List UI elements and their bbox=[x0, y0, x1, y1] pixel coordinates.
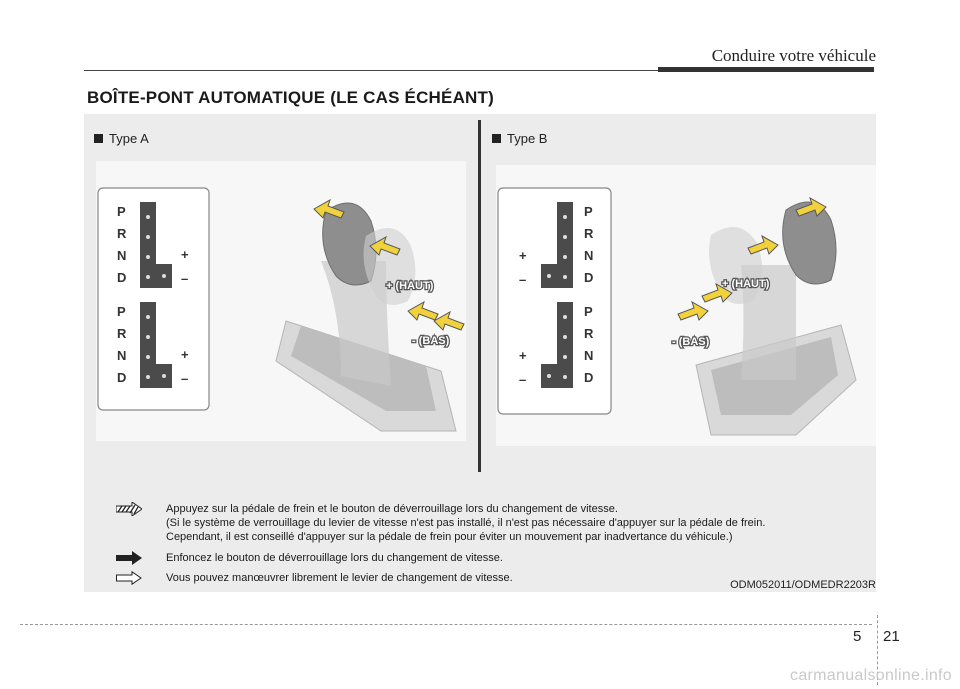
section-number: 5 bbox=[853, 628, 862, 645]
gate-letter-r: R bbox=[117, 226, 127, 241]
hatched-arrow-icon bbox=[115, 501, 143, 520]
shift-up-tag: + (HAUT) bbox=[386, 280, 434, 292]
gate-letter-p: P bbox=[117, 304, 126, 319]
gate-minus: – bbox=[181, 271, 188, 286]
gate-letter-d: D bbox=[584, 370, 593, 385]
gate-letter-r: R bbox=[584, 326, 594, 341]
panel-label-type-a: Type A bbox=[94, 131, 149, 146]
gate-minus: – bbox=[519, 372, 526, 387]
panel-divider bbox=[478, 120, 481, 472]
gate-letter-n: N bbox=[584, 248, 593, 263]
legend-item: Vous pouvez manœuvrer librement le levie… bbox=[104, 570, 864, 589]
gate-minus: – bbox=[181, 371, 188, 386]
legend-item: Enfoncez le bouton de déverrouillage lor… bbox=[104, 551, 864, 566]
watermark: carmanualsonline.info bbox=[790, 667, 952, 684]
square-bullet-icon bbox=[94, 134, 103, 143]
gate-letter-d: D bbox=[117, 370, 126, 385]
gate-plus: + bbox=[519, 248, 527, 263]
legend-line: (Si le système de verrouillage du levier… bbox=[166, 517, 766, 529]
outline-arrow-icon bbox=[116, 570, 142, 589]
gate-plus: + bbox=[519, 348, 527, 363]
section-title: BOÎTE-PONT AUTOMATIQUE (LE CAS ÉCHÉANT) bbox=[87, 88, 494, 107]
gate-minus: – bbox=[519, 272, 526, 287]
gate-letter-n: N bbox=[117, 348, 126, 363]
legend-line: Appuyez sur la pédale de frein et le bou… bbox=[166, 503, 618, 515]
type-b-illustration: P R N D + – P R N D + – bbox=[496, 165, 876, 446]
gate-letter-n: N bbox=[584, 348, 593, 363]
page-number-divider bbox=[877, 615, 878, 685]
type-a-illustration: P R N D + – P R N D + – bbox=[96, 161, 466, 441]
panel-label-type-b: Type B bbox=[492, 131, 547, 146]
legend-line: Vous pouvez manœuvrer librement le levie… bbox=[166, 572, 513, 584]
footer-rule bbox=[20, 624, 872, 625]
page-number: 21 bbox=[883, 628, 900, 645]
shift-pattern-figure: Type A P R N D + – P R N D + – bbox=[84, 114, 876, 592]
shift-down-tag: - (BAS) bbox=[672, 336, 710, 348]
gate-letter-r: R bbox=[584, 226, 594, 241]
legend-line: Cependant, il est conseillé d'appuyer su… bbox=[166, 531, 733, 543]
square-bullet-icon bbox=[492, 134, 501, 143]
legend: Appuyez sur la pédale de frein et le bou… bbox=[104, 501, 864, 589]
gate-letter-n: N bbox=[117, 248, 126, 263]
shift-down-tag: - (BAS) bbox=[412, 335, 450, 347]
gate-plus: + bbox=[181, 247, 189, 262]
gate-letter-d: D bbox=[584, 270, 593, 285]
gate-letter-p: P bbox=[117, 204, 126, 219]
shift-up-tag: + (HAUT) bbox=[722, 278, 770, 290]
legend-line: Enfoncez le bouton de déverrouillage lor… bbox=[166, 552, 503, 564]
figure-code: ODM052011/ODMEDR2203R bbox=[730, 579, 876, 591]
header-rule-accent bbox=[658, 67, 874, 72]
gate-letter-p: P bbox=[584, 304, 593, 319]
header-rule bbox=[84, 70, 874, 71]
chapter-title: Conduire votre véhicule bbox=[711, 46, 876, 65]
gate-letter-d: D bbox=[117, 270, 126, 285]
legend-item: Appuyez sur la pédale de frein et le bou… bbox=[104, 501, 864, 546]
gate-letter-p: P bbox=[584, 204, 593, 219]
gate-plus: + bbox=[181, 347, 189, 362]
gate-letter-r: R bbox=[117, 326, 127, 341]
solid-arrow-icon bbox=[116, 551, 142, 569]
